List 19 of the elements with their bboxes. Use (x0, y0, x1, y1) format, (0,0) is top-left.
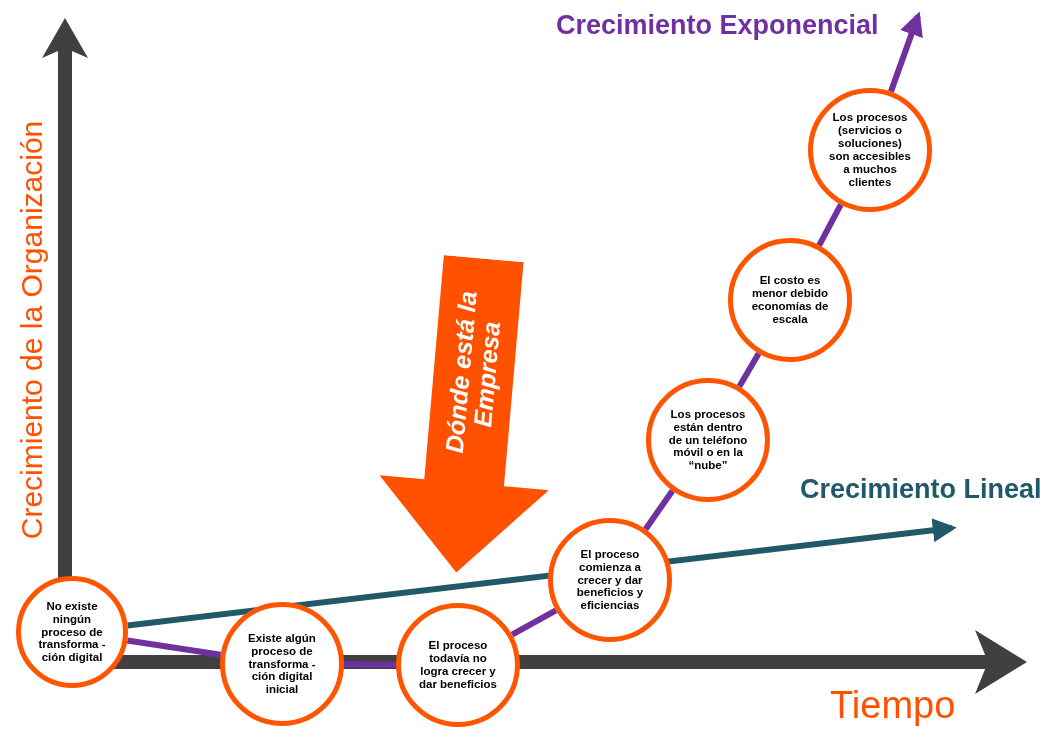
stage-text: El proceso comienza a crecer y dar beneficios y eficiencias (575, 547, 645, 613)
growth-line (510, 607, 558, 638)
growth-line (343, 661, 397, 668)
arrow-text: Dónde está la Empresa (438, 288, 507, 457)
stage-text: El proceso todavía no logra crecer y dar beneficios (418, 639, 498, 691)
stage-text: Los procesos (servicios o soluciones) son accesibles a muchos clientes (828, 111, 912, 189)
axis-title: Tiempo (830, 684, 956, 727)
stage-text: Existe algún proceso de transforma -ción digital inicial (247, 631, 317, 697)
stage-text: Los procesos están dentro de un teléfono móvil o en la “nube” (667, 407, 749, 473)
growth-line (126, 637, 222, 658)
axis-title: Crecimiento de la Organización (15, 120, 49, 540)
stage-text: El costo es menor debido economías de escala (750, 274, 830, 326)
growth-arrow (888, 11, 923, 93)
stage-text: No existe ningún proceso de transforma -ción digital (37, 599, 107, 665)
growth-line (816, 203, 844, 247)
growth-line (643, 489, 675, 531)
line-label: Crecimiento Lineal (800, 474, 1042, 505)
growth-line (736, 352, 762, 388)
curve-label: Crecimiento Exponencial (556, 10, 879, 41)
